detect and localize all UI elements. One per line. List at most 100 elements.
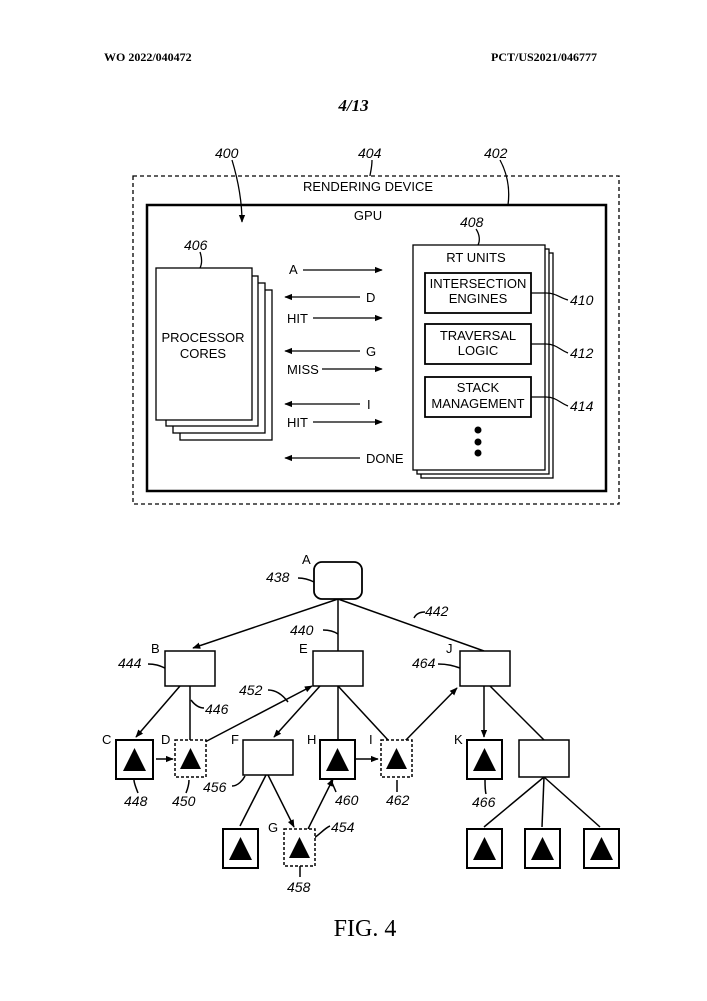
stack-management-label-2: MANAGEMENT [431,396,524,411]
leader-412 [531,343,569,354]
ref-402: 402 [484,145,508,161]
edge-a-j [337,598,485,652]
letter-h: H [307,732,316,747]
edge-e-i [337,685,389,741]
leader-404 [369,159,373,177]
letter-g: G [268,820,278,835]
triangle-icon [123,748,146,771]
stack-management-label-1: STACK [457,380,500,395]
ref-444: 444 [118,655,142,671]
signal-a: A [289,262,298,277]
letter-j: J [446,641,453,656]
edge-box-leaf3 [543,776,601,828]
triangle-icon [473,837,496,860]
triangle-icon [386,748,407,769]
letter-k: K [454,732,463,747]
triangle-icon [180,748,201,769]
leader-444 [147,663,166,669]
signal-g: G [366,344,376,359]
block-diagram-labels: 400 404 402 406 408 410 412 414 RENDERIN… [161,145,593,466]
processor-cores-box [155,267,253,421]
processor-cores-label-1: PROCESSOR [161,330,244,345]
ref-458: 458 [287,879,311,895]
letter-i: I [369,732,373,747]
primitive-triangles [123,748,613,860]
ref-446: 446 [205,701,229,717]
letter-a: A [302,552,311,567]
letter-e: E [299,641,308,656]
edge-f-leaf [239,774,267,827]
ref-410: 410 [570,292,594,308]
leader-440 [322,629,339,635]
signal-done: DONE [366,451,404,466]
ref-442: 442 [425,603,449,619]
leader-454 [313,825,331,839]
edge-f-g [267,774,295,828]
signal-hit-2: HIT [287,415,308,430]
leader-438 [297,577,315,583]
signal-miss: MISS [287,362,319,377]
leader-442 [413,611,426,619]
block-diagram [132,159,620,505]
edge-i-j [403,687,458,743]
leader-456 [231,775,246,787]
edge-a-b [192,598,339,649]
triangle-icon [473,748,496,771]
tree-reference-numbers: 438 440 442 444 446 452 464 448 450 456 … [118,569,496,895]
edge-j-box [489,685,545,741]
leader-408 [475,228,480,246]
tree-node-letters: A B C D E F G H I J K [102,552,463,835]
signal-i: I [367,397,371,412]
ref-440: 440 [290,622,314,638]
leader-452 [267,689,289,703]
triangle-icon [531,837,554,860]
letter-c: C [102,732,111,747]
letter-f: F [231,732,239,747]
node-j [459,650,511,687]
rendering-device-label: RENDERING DEVICE [303,179,433,194]
leader-406 [199,251,203,269]
edge-e-f [273,685,321,738]
triangle-icon [289,837,310,858]
ellipsis-icon [474,426,482,457]
traversal-logic-label-1: TRAVERSAL [440,328,516,343]
ref-408: 408 [460,214,484,230]
node-e [312,650,364,687]
ref-460: 460 [335,792,359,808]
node-unlabeled [518,739,570,778]
leader-466 [484,779,487,795]
application-number: PCT/US2021/046777 [491,50,598,64]
sheet-number: 4/13 [338,96,369,115]
edge-box-leaf1 [483,776,545,828]
edge-box-leaf2 [541,776,545,828]
bvh-tree [115,561,620,878]
triangle-icon [326,748,349,771]
rendering-device-box [132,175,620,505]
intersection-engines-label-2: ENGINES [449,291,508,306]
edge-g-h [307,778,334,830]
node-b [164,650,216,687]
ref-466: 466 [472,794,496,810]
ref-404: 404 [358,145,382,161]
ref-448: 448 [124,793,148,809]
triangle-icon [590,837,613,860]
ref-450: 450 [172,793,196,809]
leader-402 [499,159,510,206]
signal-d: D [366,290,375,305]
ref-406: 406 [184,237,208,253]
intersection-engines-label-1: INTERSECTION [430,276,527,291]
publication-number: WO 2022/040472 [104,50,192,64]
figure-caption: FIG. 4 [334,916,397,942]
leader-410 [531,292,569,301]
letter-b: B [151,641,160,656]
ref-452: 452 [239,682,263,698]
ref-454: 454 [331,819,355,835]
leader-446 [190,699,205,709]
ref-462: 462 [386,792,410,808]
signal-hit-1: HIT [287,311,308,326]
leader-464 [437,663,461,669]
triangle-icon [229,837,252,860]
ref-414: 414 [570,398,594,414]
node-f [242,739,294,776]
